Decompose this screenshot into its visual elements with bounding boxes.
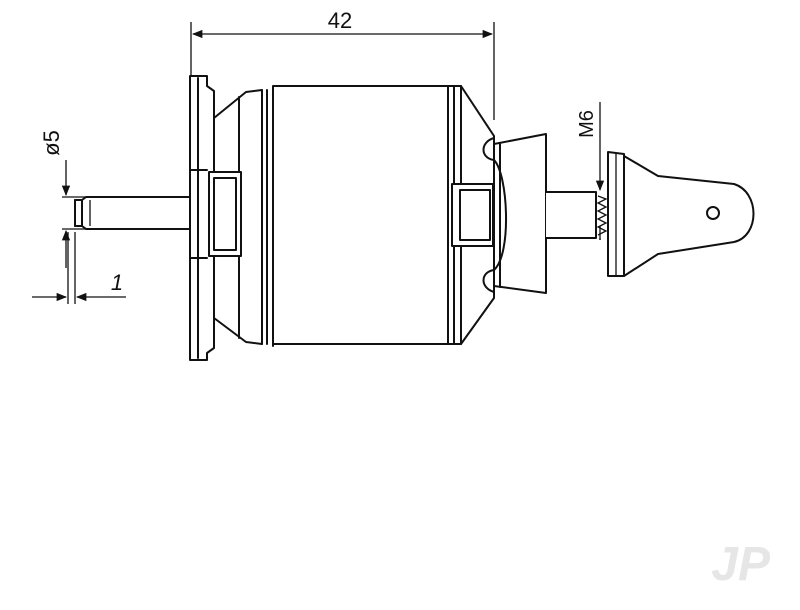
dimension-thread: M6 <box>576 102 605 240</box>
front-bearing-housing <box>451 183 494 247</box>
motor-can <box>272 85 449 345</box>
dimension-shaft-diameter: ø5 <box>39 130 86 268</box>
dimension-overall-length: 42 <box>190 8 495 120</box>
threaded-shaft <box>545 191 608 239</box>
prop-cone <box>607 151 755 277</box>
prop-adapter-collar <box>493 133 547 294</box>
dimension-length-label: 42 <box>328 8 352 33</box>
motor-shaft <box>74 196 191 230</box>
rear-bearing-housing <box>208 171 242 257</box>
dimension-thread-label: M6 <box>576 110 598 138</box>
dimension-diameter-label: ø5 <box>39 130 64 156</box>
watermark-logo: JP <box>711 538 771 591</box>
cone-hole <box>706 206 720 220</box>
dimension-step-label: 1 <box>111 270 123 295</box>
mounting-plate <box>189 75 215 361</box>
svg-text:JP: JP <box>711 538 771 591</box>
dimension-shaft-step: 1 <box>32 232 126 304</box>
